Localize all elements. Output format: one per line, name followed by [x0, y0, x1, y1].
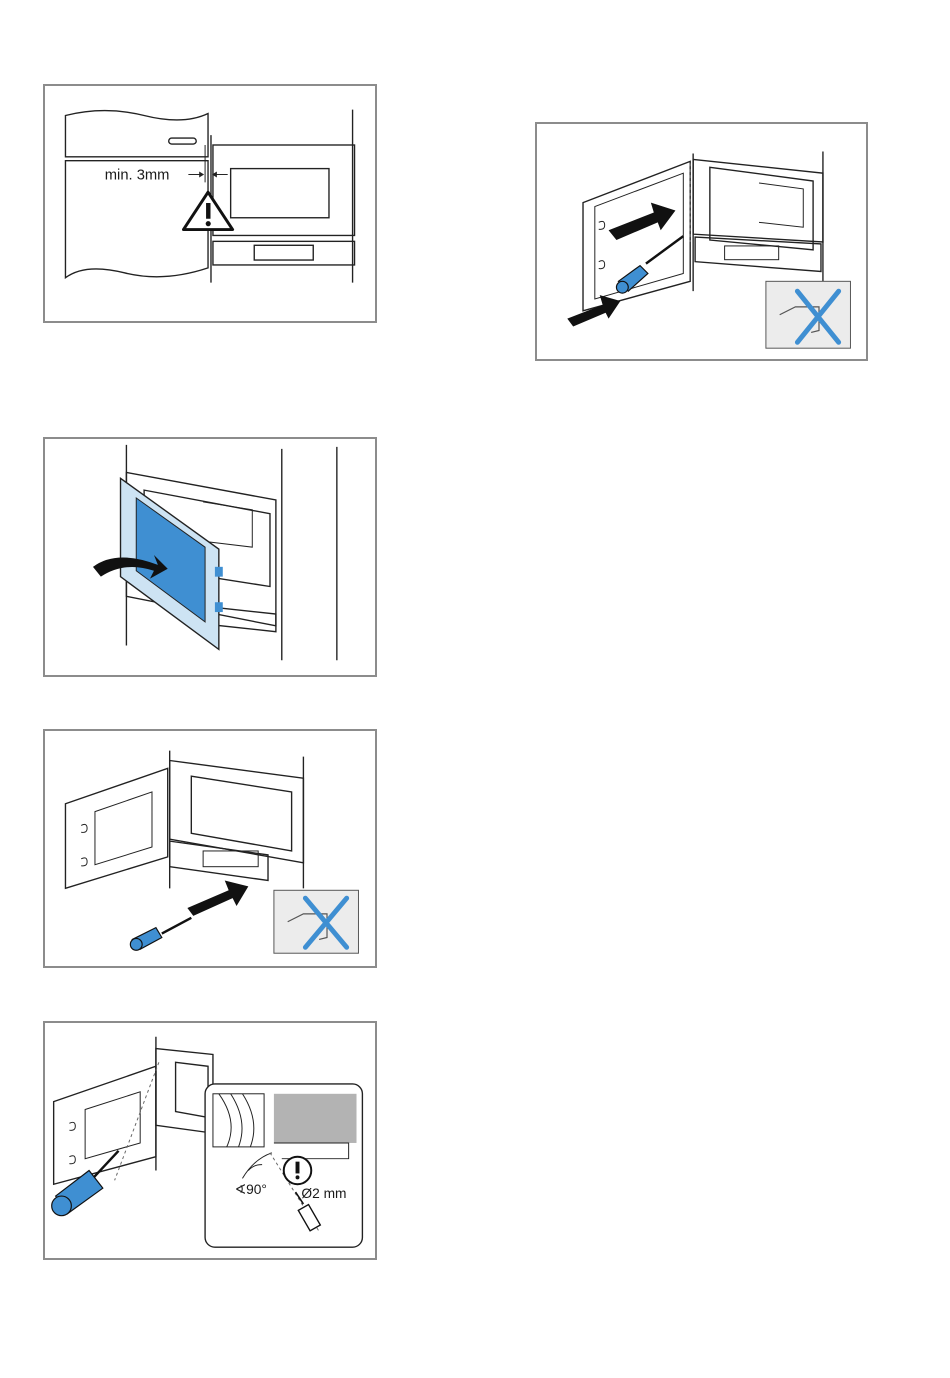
- warning-triangle-icon: [183, 192, 232, 229]
- appliance-cavity: [710, 167, 813, 250]
- hole-detail-inset: ∢90° Ø2 mm: [205, 1084, 362, 1247]
- illustration-pilot-hole: ∢90° Ø2 mm: [43, 1021, 377, 1260]
- appliance-front: [213, 145, 355, 235]
- arrow-icon: [567, 295, 620, 326]
- appliance-cavity: [191, 776, 291, 851]
- illustration-screw-fixing-side: [535, 122, 868, 361]
- upper-cabinet-door: [65, 111, 208, 157]
- screwdriver-icon: [616, 236, 683, 293]
- illustration-clearance: min. 3mm: [43, 84, 377, 323]
- screwdriver-icon: [130, 918, 191, 950]
- arrow-icon: [187, 880, 248, 915]
- diameter-label: Ø2 mm: [301, 1186, 346, 1201]
- no-power-drill-icon: [274, 890, 359, 953]
- appliance-window: [231, 169, 329, 218]
- drill-icon: [52, 1151, 119, 1216]
- illustration-screw-fixing-front: [43, 729, 377, 968]
- illustration-door-removal: [43, 437, 377, 677]
- angle-label: ∢90°: [235, 1182, 267, 1197]
- cabinet-handle: [169, 138, 197, 144]
- gap-label: min. 3mm: [105, 167, 170, 183]
- arrow-icon: [609, 203, 676, 240]
- no-power-drill-icon: [766, 281, 851, 348]
- open-door: [583, 161, 690, 310]
